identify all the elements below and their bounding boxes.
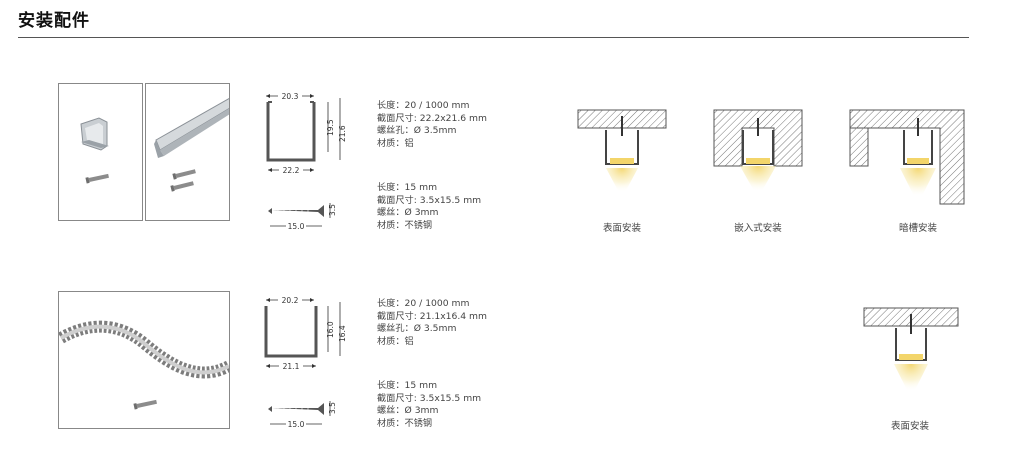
spec-section: 截面尺寸: 22.2x21.6 mm	[377, 112, 487, 124]
spec-material: 材质：不锈钢	[377, 417, 433, 429]
surface-mount-diagram-2	[863, 307, 959, 398]
flexible-strip-image	[59, 320, 229, 410]
spec-section: 截面尺寸: 3.5x15.5 mm	[377, 392, 482, 404]
product2-profile-dimension-drawing: 20.2 21.1 16.0 16.4	[264, 295, 347, 371]
spec-screw-hole: 螺丝孔：Ø 3.5mm	[377, 323, 457, 335]
product1-photo-profile-long	[145, 83, 230, 221]
product2-outer-height: 16.4	[338, 325, 347, 342]
spec-length: 长度：20 / 1000 mm	[377, 100, 470, 111]
product1-screw-dimension-drawing: 15.0 3.5	[268, 203, 337, 231]
spec-section: 截面尺寸: 3.5x15.5 mm	[377, 194, 482, 206]
spec-length: 长度：20 / 1000 mm	[377, 298, 470, 309]
install-caption-recessed: 嵌入式安装	[734, 223, 782, 234]
screw-image	[85, 173, 109, 184]
spec-length: 长度：15 mm	[377, 380, 438, 391]
surface-mount-diagram	[577, 109, 667, 198]
product1-profile-dimension-drawing: 20.3 22.2 19.5 21.6	[266, 91, 347, 175]
spec-screw: 螺丝：Ø 3mm	[377, 207, 439, 219]
spec-screw-hole: 螺丝孔：Ø 3.5mm	[377, 125, 457, 137]
product1-screw-diameter: 3.5	[328, 204, 337, 216]
product1-screw-specs: 长度：15 mm 截面尺寸: 3.5x15.5 mm 螺丝：Ø 3mm 材质：不…	[377, 182, 481, 232]
product2-screw-diameter: 3.5	[328, 402, 337, 414]
product2-screw-dimension-drawing: 15.0 3.5	[268, 401, 337, 429]
product1-bottom-width: 22.2	[283, 166, 300, 175]
spec-screw: 螺丝：Ø 3mm	[377, 405, 439, 417]
product1-photo-profile-end	[58, 83, 143, 221]
spec-length: 长度：15 mm	[377, 182, 438, 193]
product1-inner-height: 19.5	[326, 119, 335, 136]
title-divider	[18, 37, 969, 38]
install-caption-surface: 表面安装	[602, 223, 641, 234]
spec-material: 材质：铝	[377, 335, 414, 347]
page-title: 安装配件	[18, 11, 90, 31]
product2-inner-height: 16.0	[326, 321, 335, 338]
product1-top-width: 20.3	[282, 92, 299, 101]
recessed-mount-diagram	[713, 109, 803, 198]
product2-bottom-width: 21.1	[283, 362, 300, 371]
product2-photo-flexible-strip	[58, 291, 230, 429]
product2-top-width: 20.2	[282, 296, 299, 305]
install-caption-surface-2: 表面安装	[890, 421, 929, 432]
install-caption-cove: 暗槽安装	[898, 223, 937, 234]
product1-profile-specs: 长度：20 / 1000 mm 截面尺寸: 22.2x21.6 mm 螺丝孔：Ø…	[377, 100, 487, 150]
spec-section: 截面尺寸: 21.1x16.4 mm	[377, 310, 487, 322]
cove-mount-diagram	[849, 109, 965, 205]
product1-screw-length: 15.0	[288, 222, 305, 231]
aluminum-profile-end-image	[80, 117, 109, 184]
spec-material: 材质：不锈钢	[377, 219, 433, 231]
product2-profile-specs: 长度：20 / 1000 mm 截面尺寸: 21.1x16.4 mm 螺丝孔：Ø…	[377, 298, 487, 348]
aluminum-profile-long-image	[154, 97, 229, 192]
product1-outer-height: 21.6	[338, 125, 347, 142]
spec-material: 材质：铝	[377, 137, 414, 149]
product2-screw-specs: 长度：15 mm 截面尺寸: 3.5x15.5 mm 螺丝：Ø 3mm 材质：不…	[377, 380, 481, 430]
product2-screw-length: 15.0	[288, 420, 305, 429]
